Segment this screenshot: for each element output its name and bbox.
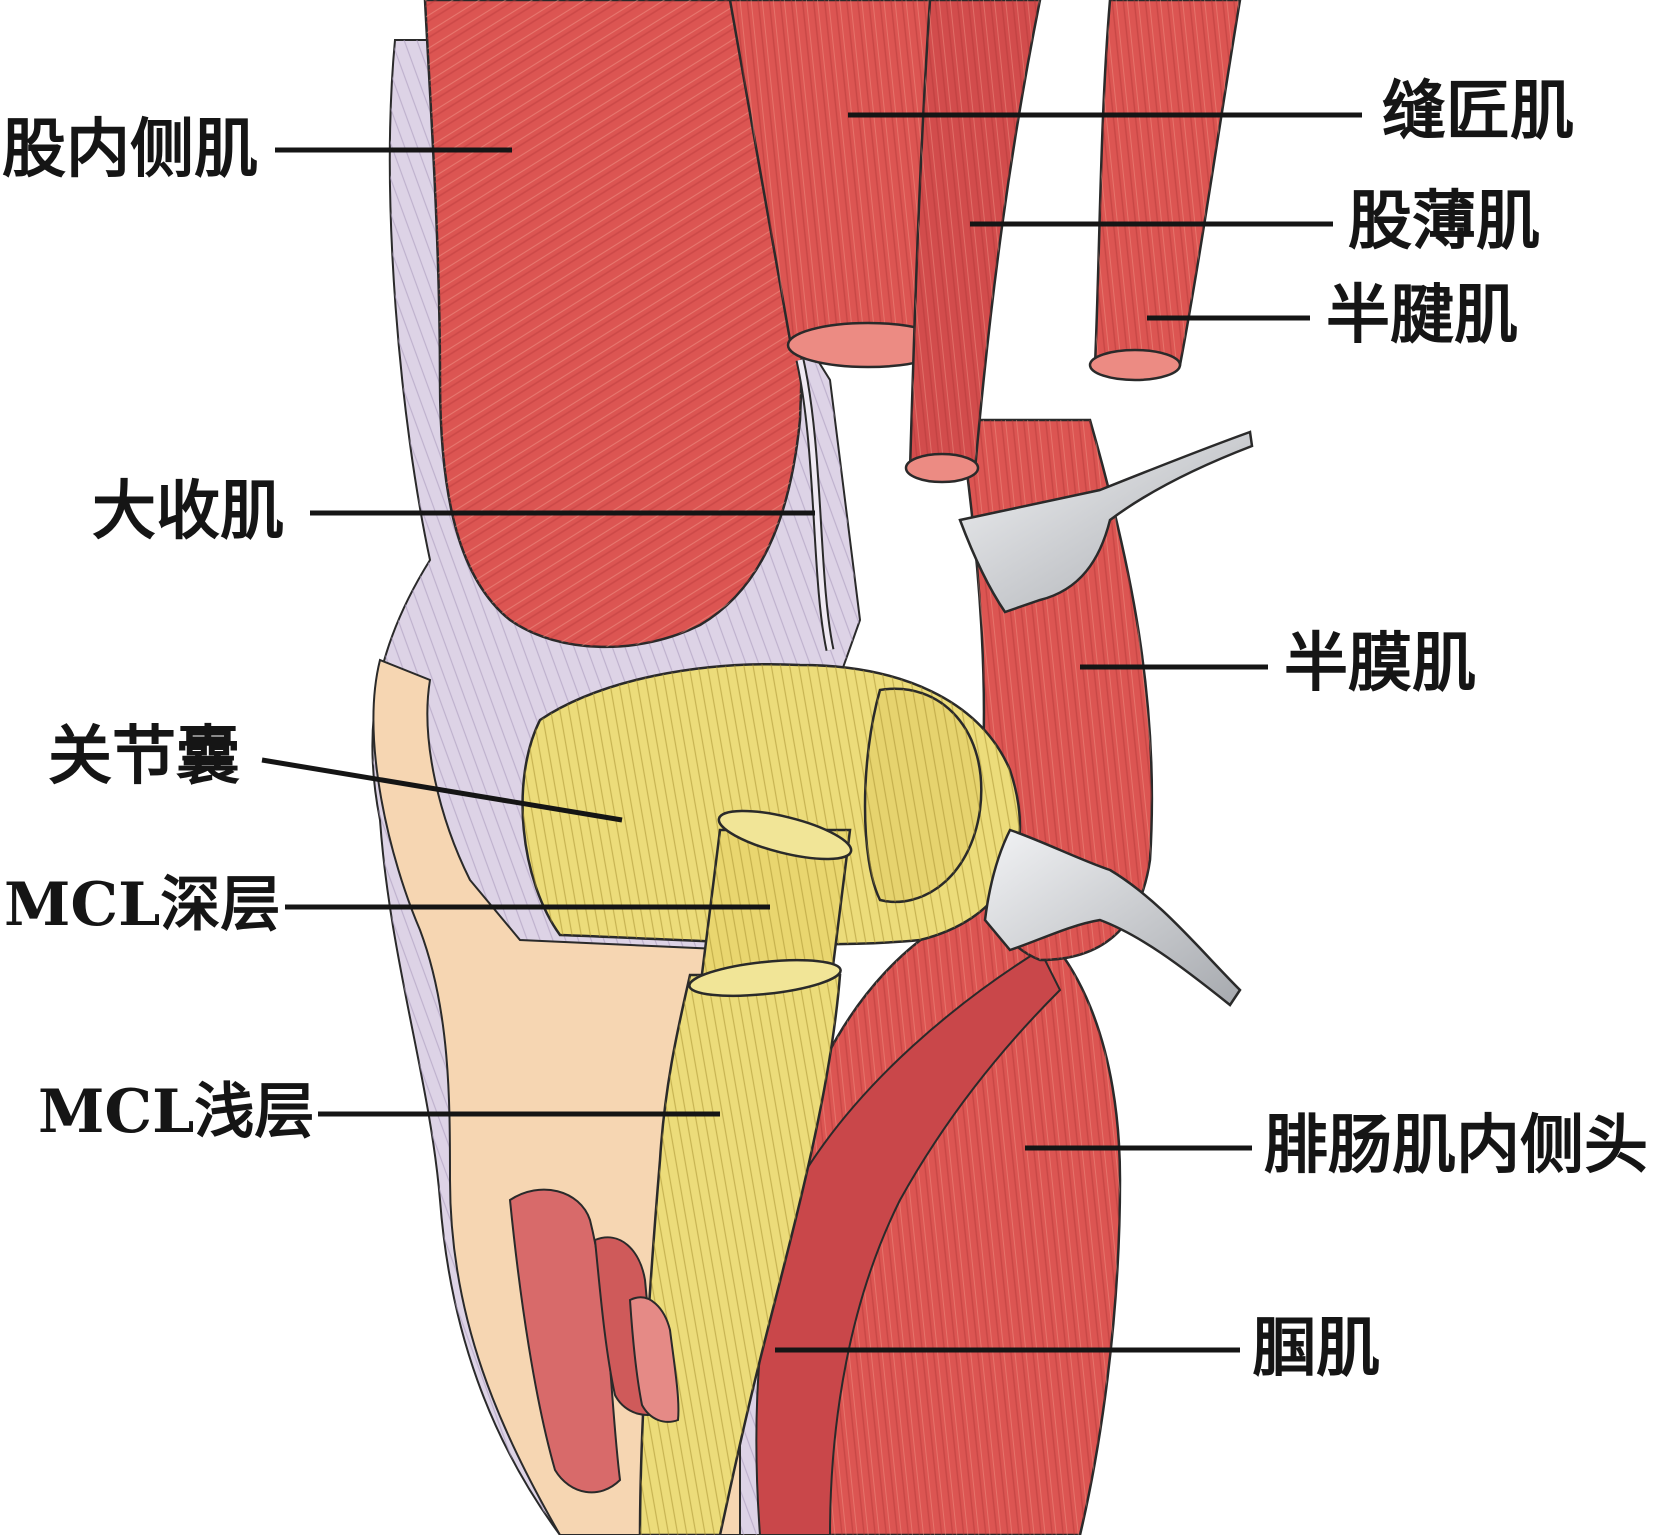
label-mcl-deep: MCL深层 [4,870,281,940]
joint-capsule [521,663,1022,946]
label-adductor-magnus: 大收肌 [92,474,284,549]
label-capsule: 关节囊 [48,719,240,794]
sartorius-muscle [728,0,950,369]
label-vastus-medialis: 股内侧肌 [2,112,258,187]
leader-line-capsule [261,757,623,823]
semitendinosus-muscle [1088,0,1242,382]
label-semimembranosus: 半膜肌 [1284,626,1476,701]
label-gastrocnemius-medial-head: 腓肠肌内侧头 [1264,1108,1648,1183]
leader-lines [261,112,1362,1353]
mcl-deep-layer [698,809,853,992]
upper-retractor [958,430,1254,614]
label-gracilis: 股薄肌 [1348,184,1540,259]
label-semitendinosus: 半腱肌 [1326,278,1518,353]
label-mcl-superficial: MCL浅层 [38,1077,315,1147]
vastus-medialis-muscle [423,0,804,649]
gastrocnemius-medial-head-muscle [765,898,1122,1535]
label-popliteus: 腘肌 [1252,1311,1380,1386]
label-sartorius: 缝匠肌 [1382,74,1574,149]
gracilis-muscle [904,0,1042,484]
pes-anserinus-stumps [508,1188,680,1494]
lower-retractor [983,828,1242,1007]
